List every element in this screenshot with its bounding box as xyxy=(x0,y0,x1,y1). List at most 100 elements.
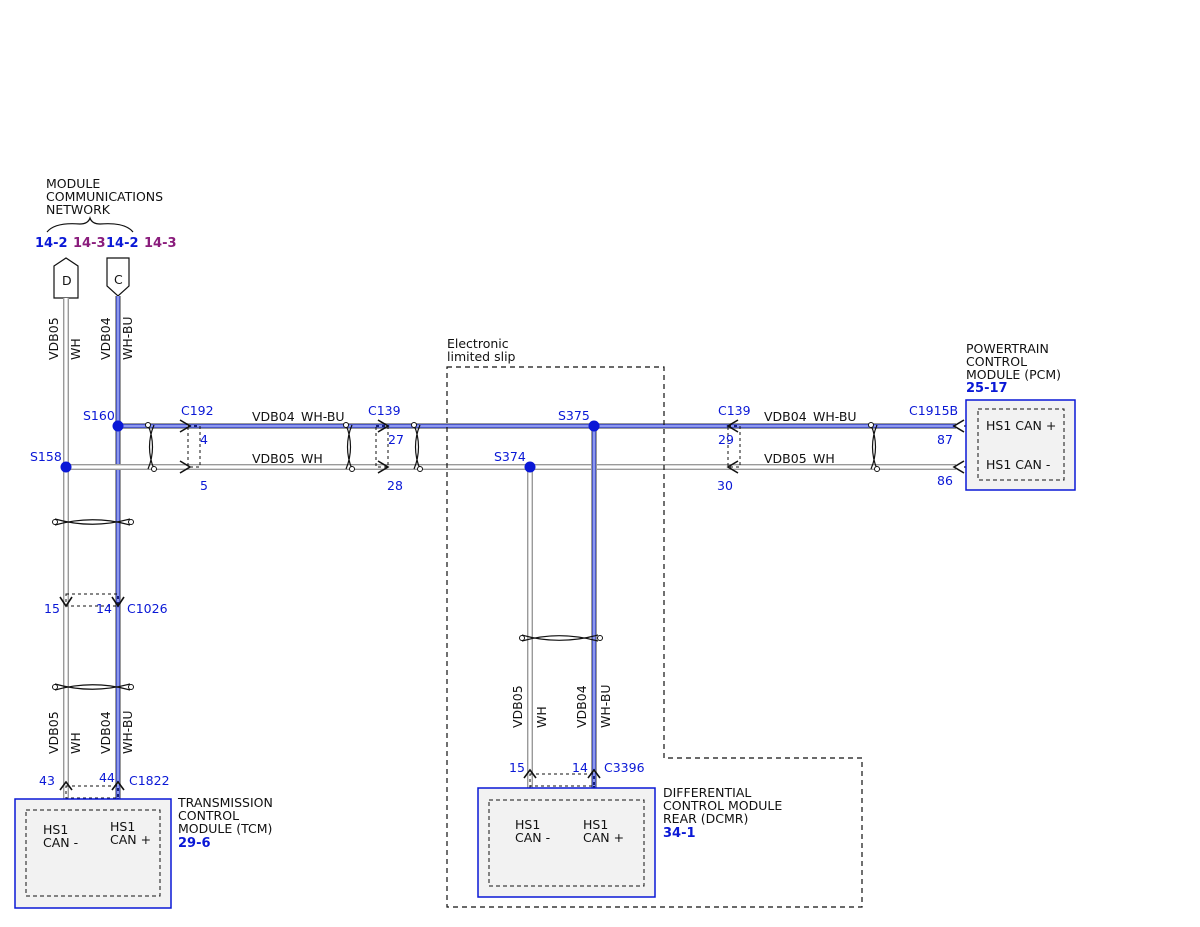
pin-c139-left-bottom: 28 xyxy=(387,478,403,493)
tcm-ref-link[interactable]: 29-6 xyxy=(178,836,211,851)
c192-top-arrow[interactable] xyxy=(179,419,192,433)
c1915b-top-arrow[interactable] xyxy=(952,419,965,433)
network-reference-group: MODULE COMMUNICATIONS NETWORK 14-2 14-3 … xyxy=(35,176,177,299)
connector-c1915b-label: C1915B xyxy=(909,403,958,418)
connector-c192-label: C192 xyxy=(181,403,214,418)
c192-bottom-arrow[interactable] xyxy=(179,460,192,474)
pcm-ref-link[interactable]: 25-17 xyxy=(966,381,1008,396)
tcm-title-line3: MODULE (TCM) xyxy=(178,821,272,836)
pcm-title-line1: POWERTRAIN xyxy=(966,341,1049,356)
dcmr-left-label-2: CAN - xyxy=(515,830,550,845)
splices xyxy=(60,420,600,473)
tcm-right-label-1: HS1 xyxy=(110,819,135,834)
wire-label-vdb04-2: VDB04 xyxy=(764,409,807,424)
pin-c3396-right: 14 xyxy=(572,760,588,775)
wires-layer xyxy=(63,296,956,800)
wire-label-vdb05-2: VDB05 xyxy=(764,451,807,466)
pcm-title-line3: MODULE (PCM) xyxy=(966,367,1061,382)
connector-d-label: D xyxy=(62,273,72,288)
pin-pcm-bottom: 86 xyxy=(937,473,953,488)
connector-c139-left-label: C139 xyxy=(368,403,401,418)
connector-symbols xyxy=(59,419,980,810)
tcm-right-label-2: CAN + xyxy=(110,832,151,847)
wire-label-vdb04-dcmr: VDB04 xyxy=(574,685,589,728)
splice-s160-dot[interactable] xyxy=(112,420,124,432)
network-ref-2[interactable]: 14-3 xyxy=(73,236,106,251)
pcm-pin-bottom-label: HS1 CAN - xyxy=(986,457,1050,472)
splice-s374-dot[interactable] xyxy=(524,461,536,473)
network-title-line1: MODULE xyxy=(46,176,100,191)
dcmr-right-label-1: HS1 xyxy=(583,817,608,832)
wire-label-vdb05-top: VDB05 xyxy=(46,317,61,360)
pin-c139-right-bottom: 30 xyxy=(717,478,733,493)
els-boundary xyxy=(446,366,863,908)
c139-left-bottom-arrow[interactable] xyxy=(377,460,390,474)
pcm-module[interactable]: HS1 CAN + HS1 CAN - xyxy=(965,399,1076,491)
wire-color-whbu-tcm: WH-BU xyxy=(120,710,135,754)
splice-s158-label: S158 xyxy=(30,449,62,464)
connector-c1026-label: C1026 xyxy=(127,601,168,616)
connector-d-symbol[interactable] xyxy=(53,257,79,299)
tcm-module[interactable]: HS1 CAN - HS1 CAN + xyxy=(14,798,172,909)
c1026-left-arrow[interactable] xyxy=(59,596,73,608)
c1026-right-arrow[interactable] xyxy=(111,596,125,608)
dcmr-title-line1: DIFFERENTIAL xyxy=(663,785,751,800)
dcmr-left-label-1: HS1 xyxy=(515,817,540,832)
connector-c-label: C xyxy=(114,272,123,287)
wire-label-vdb04-top: VDB04 xyxy=(98,317,113,360)
c139-right-bottom-arrow[interactable] xyxy=(726,460,739,474)
splice-s374-label: S374 xyxy=(494,449,526,464)
c3396-right-arrow[interactable] xyxy=(587,768,601,779)
network-title-line3: NETWORK xyxy=(46,202,111,217)
pin-c3396-left: 15 xyxy=(509,760,525,775)
wire-color-wh-dcmr: WH xyxy=(534,706,549,728)
els-label-line1: Electronic xyxy=(447,336,509,351)
tcm-title-line1: TRANSMISSION xyxy=(177,795,273,810)
network-title-line2: COMMUNICATIONS xyxy=(46,189,163,204)
wire-color-whbu-1: WH-BU xyxy=(301,409,345,424)
wire-label-vdb04-1: VDB04 xyxy=(252,409,295,424)
dcmr-module[interactable]: HS1 CAN - HS1 CAN + xyxy=(477,787,656,898)
connector-c1822-label: C1822 xyxy=(129,773,170,788)
dcmr-right-label-2: CAN + xyxy=(583,830,624,845)
twisted-pair-markers xyxy=(52,422,880,691)
network-ref-4[interactable]: 14-3 xyxy=(144,236,177,251)
dcmr-title-line2: CONTROL MODULE xyxy=(663,798,782,813)
c1915b-bottom-arrow[interactable] xyxy=(952,460,965,474)
c1822-left-arrow[interactable] xyxy=(59,780,73,791)
wire-label-vdb05-1: VDB05 xyxy=(252,451,295,466)
wire-color-wh-tcm: WH xyxy=(68,732,83,754)
tcm-left-label-1: HS1 xyxy=(43,822,68,837)
c139-right-top-arrow[interactable] xyxy=(726,419,739,433)
wire-label-vdb04-tcm: VDB04 xyxy=(98,711,113,754)
wire-color-whbu-dcmr: WH-BU xyxy=(598,684,613,728)
wire-color-whbu-2: WH-BU xyxy=(813,409,857,424)
dcmr-ref-link[interactable]: 34-1 xyxy=(663,826,696,841)
c3396-left-arrow[interactable] xyxy=(523,768,537,779)
connector-c3396-label: C3396 xyxy=(604,760,645,775)
pin-c192-top: 4 xyxy=(200,432,208,447)
network-brace xyxy=(46,216,134,233)
pcm-title-line2: CONTROL xyxy=(966,354,1027,369)
network-ref-3[interactable]: 14-2 xyxy=(106,236,139,251)
pin-c1822-left: 43 xyxy=(39,773,55,788)
pin-pcm-top: 87 xyxy=(937,432,953,447)
connector-c-symbol[interactable] xyxy=(106,257,130,297)
network-ref-1[interactable]: 14-2 xyxy=(35,236,68,251)
pin-c192-bottom: 5 xyxy=(200,478,208,493)
wire-label-vdb05-tcm: VDB05 xyxy=(46,711,61,754)
splice-s375-dot[interactable] xyxy=(588,420,600,432)
splice-s160-label: S160 xyxy=(83,408,115,423)
c139-left-top-arrow[interactable] xyxy=(377,419,390,433)
wire-color-wh-top: WH xyxy=(68,338,83,360)
c1822-right-arrow[interactable] xyxy=(111,780,125,791)
tcm-left-label-2: CAN - xyxy=(43,835,78,850)
splice-s158-dot[interactable] xyxy=(60,461,72,473)
pcm-pin-top-label: HS1 CAN + xyxy=(986,418,1056,433)
pin-c1026-left: 15 xyxy=(44,601,60,616)
tcm-title-line2: CONTROL xyxy=(178,808,239,823)
wire-color-wh-2: WH xyxy=(813,451,835,466)
wire-color-whbu-top: WH-BU xyxy=(120,316,135,360)
pin-c139-left-top: 27 xyxy=(388,432,404,447)
